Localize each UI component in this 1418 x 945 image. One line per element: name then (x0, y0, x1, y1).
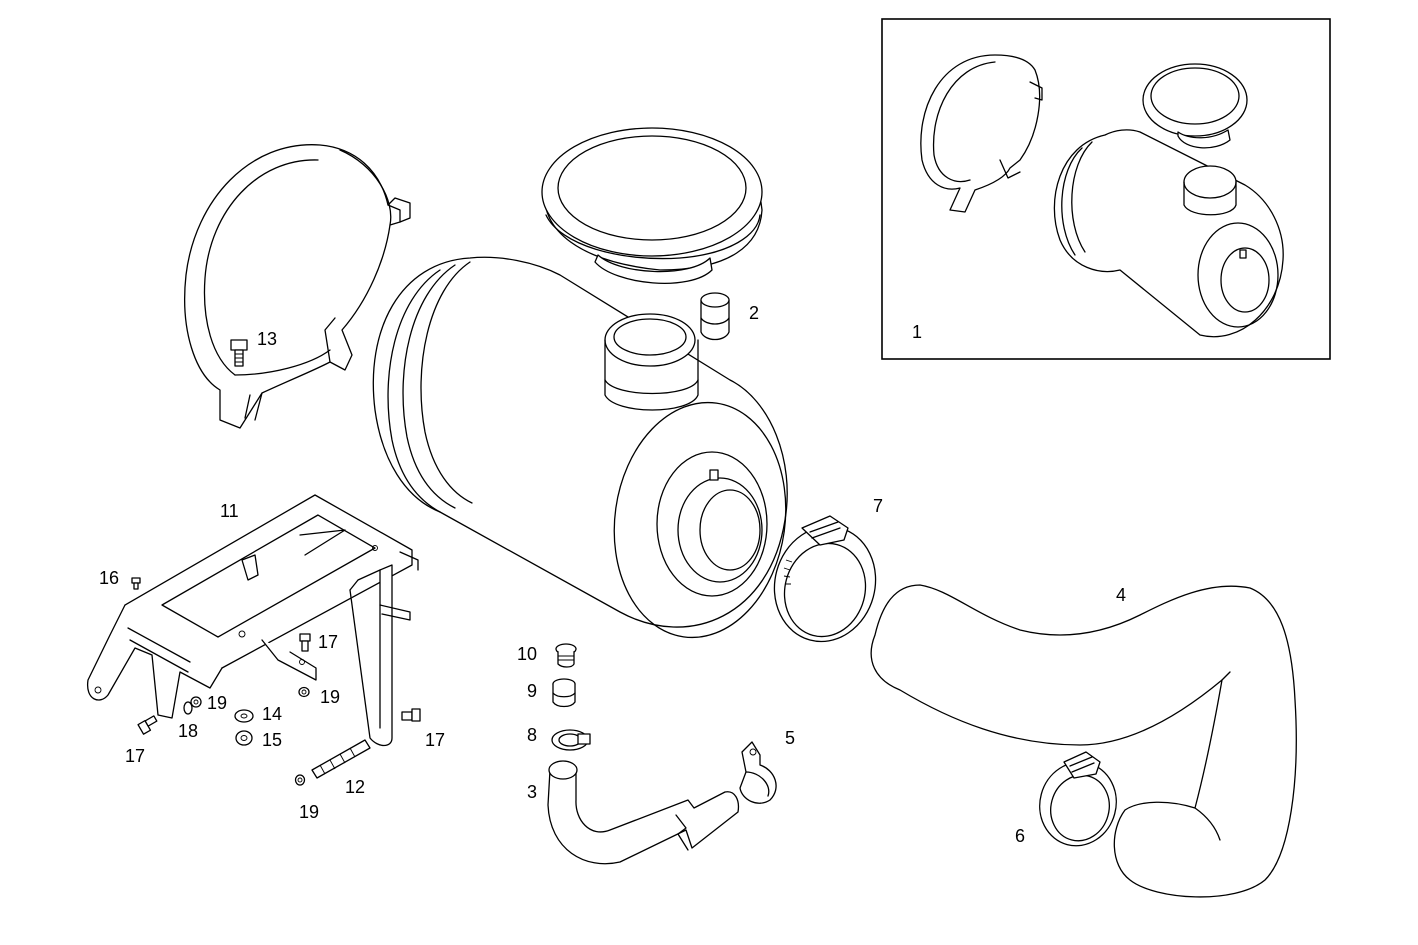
callout-17-b: 17 (125, 746, 145, 766)
hardware-small-parts (131, 577, 421, 786)
callout-11: 11 (220, 501, 239, 521)
hose-clamp-7 (773, 515, 877, 643)
callout-3: 3 (527, 782, 537, 802)
callout-19-b: 19 (320, 687, 340, 707)
callout-4: 4 (1116, 585, 1126, 605)
washer-18 (183, 701, 193, 715)
nut-15 (235, 730, 253, 746)
dust-valve-2 (700, 292, 730, 341)
callout-15: 15 (262, 730, 282, 750)
bolt-17-b (137, 715, 158, 735)
nut-19-c (294, 774, 306, 786)
inset-strap (920, 54, 1043, 213)
bracket-clip-5 (739, 741, 777, 804)
inset-assembly (881, 18, 1331, 360)
callout-2: 2 (749, 303, 759, 323)
callout-18: 18 (178, 721, 198, 741)
pre-cleaner-lid (541, 127, 763, 284)
callout-13: 13 (257, 329, 277, 349)
callout-14: 14 (262, 704, 282, 724)
adapter-9 (552, 678, 576, 708)
stud-12 (311, 739, 371, 779)
callout-17-c: 17 (425, 730, 445, 750)
callout-6: 6 (1015, 826, 1025, 846)
nut-19-a (190, 696, 202, 708)
intake-hose-4 (870, 584, 1297, 898)
nut-19-b (298, 686, 310, 698)
callout-12: 12 (345, 777, 365, 797)
callout-7: 7 (873, 496, 883, 516)
callout-16: 16 (99, 568, 119, 588)
air-filter-housing (372, 256, 788, 639)
screw-16 (131, 577, 141, 590)
callout-17-a: 17 (318, 632, 338, 652)
callout-labels: 1 2 3 4 5 6 7 8 9 10 11 12 13 14 15 16 1… (99, 303, 1126, 846)
drain-hose-3 (547, 760, 740, 865)
callout-8: 8 (527, 725, 537, 745)
clamp-8 (551, 729, 591, 751)
bolt-17-a (299, 633, 311, 652)
callout-9: 9 (527, 681, 537, 701)
mounting-bracket-11 (87, 494, 419, 747)
callout-19-a: 19 (207, 693, 227, 713)
bolt-17-c (401, 708, 421, 722)
hose-clamp-6 (1039, 751, 1117, 847)
callout-10: 10 (517, 644, 537, 664)
washer-14 (234, 709, 254, 723)
callout-5: 5 (785, 728, 795, 748)
inset-frame (881, 18, 1331, 360)
plug-10 (555, 643, 577, 668)
callout-19-c: 19 (299, 802, 319, 822)
bolt-13 (230, 339, 248, 367)
callout-1: 1 (912, 322, 922, 342)
inset-filter-body (1053, 129, 1284, 338)
inset-lid (1142, 63, 1248, 149)
